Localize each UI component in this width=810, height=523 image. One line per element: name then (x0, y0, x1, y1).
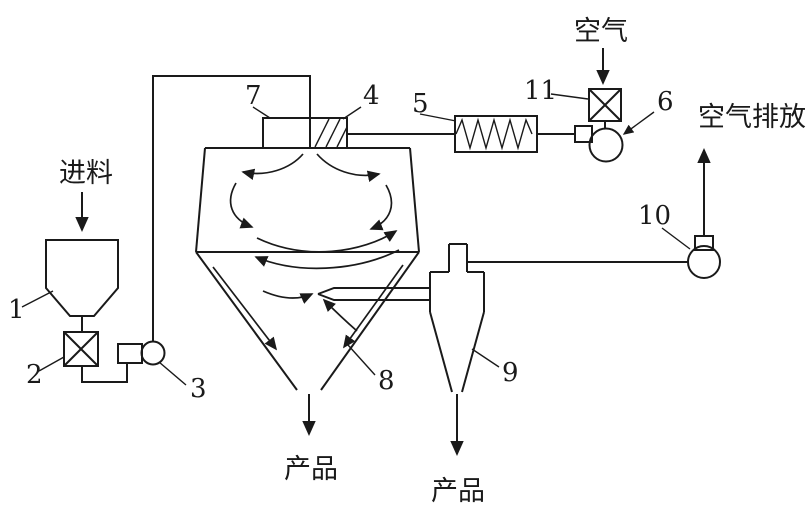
swirl-flow-arrows (212, 153, 404, 351)
feed-riser-pipe (152, 75, 311, 341)
leader-8 (347, 344, 376, 376)
feed-hopper (45, 239, 119, 317)
part-number-6: 6 (657, 87, 674, 117)
cyclone-product-label: 产品 (431, 476, 485, 507)
disperser-hatching (314, 118, 348, 148)
rotary-valve (63, 331, 99, 367)
leader-6 (622, 111, 655, 135)
leader-2 (38, 356, 65, 372)
leader-4 (342, 106, 362, 120)
leader-7 (252, 106, 271, 119)
part-number-4: 4 (363, 81, 380, 111)
part-number-8: 8 (378, 366, 395, 396)
part-number-1: 1 (8, 295, 25, 325)
feed-pump (117, 340, 166, 366)
chamber-to-cyclone-duct (317, 287, 430, 301)
part-number-11: 11 (524, 76, 557, 106)
part-number-callouts: 1 2 3 4 5 6 7 8 9 10 11 (8, 76, 691, 404)
valve-to-pump-pipe (81, 363, 128, 383)
supply-fan (574, 125, 624, 163)
leader-5 (419, 113, 457, 122)
air-heater (454, 115, 538, 153)
part-number-10: 10 (638, 201, 671, 231)
leader-10 (661, 227, 691, 250)
air-exhaust-label: 空气排放 (698, 102, 806, 133)
leader-11 (550, 93, 589, 100)
drying-chamber (195, 147, 420, 391)
part-number-7: 7 (245, 81, 262, 111)
exhaust-fan (687, 235, 721, 279)
part-number-2: 2 (26, 360, 43, 390)
dryer-product-label: 产品 (284, 454, 338, 485)
air-in-label: 空气 (574, 16, 628, 47)
leader-9 (471, 348, 500, 368)
part-number-9: 9 (502, 358, 519, 388)
air-disperser-box (262, 117, 348, 149)
feed-label: 进料 (59, 158, 113, 189)
cyclone (429, 243, 485, 393)
air-filter-valve (588, 88, 622, 122)
part-number-3: 3 (190, 374, 207, 404)
leader-3 (158, 361, 187, 386)
part-number-5: 5 (412, 89, 429, 119)
heater-coil (455, 117, 533, 151)
leader-1 (21, 290, 54, 308)
